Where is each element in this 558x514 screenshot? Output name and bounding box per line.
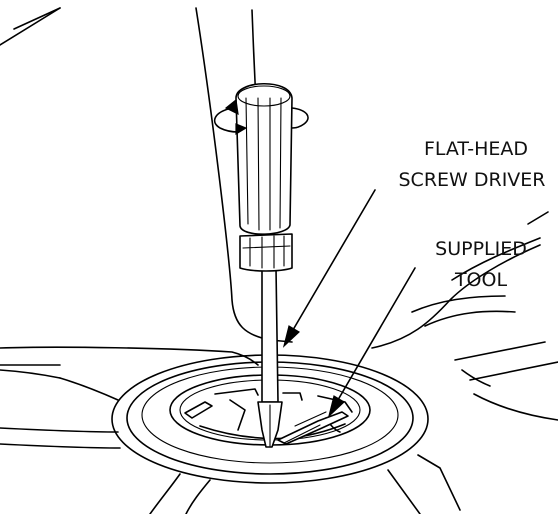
tool-label-line1: SUPPLIED [435, 238, 527, 260]
screwdriver [213, 82, 309, 448]
leader-arrows [282, 189, 416, 418]
supplied-tool [277, 411, 349, 445]
screwdriver-label-line1: FLAT-HEAD [424, 138, 528, 160]
labels: FLAT-HEAD SCREW DRIVER SUPPLIED TOOL [399, 138, 546, 291]
tool-label-line2: TOOL [454, 269, 508, 291]
tub-outline [0, 7, 558, 514]
screwdriver-label-line2: SCREW DRIVER [399, 169, 546, 191]
